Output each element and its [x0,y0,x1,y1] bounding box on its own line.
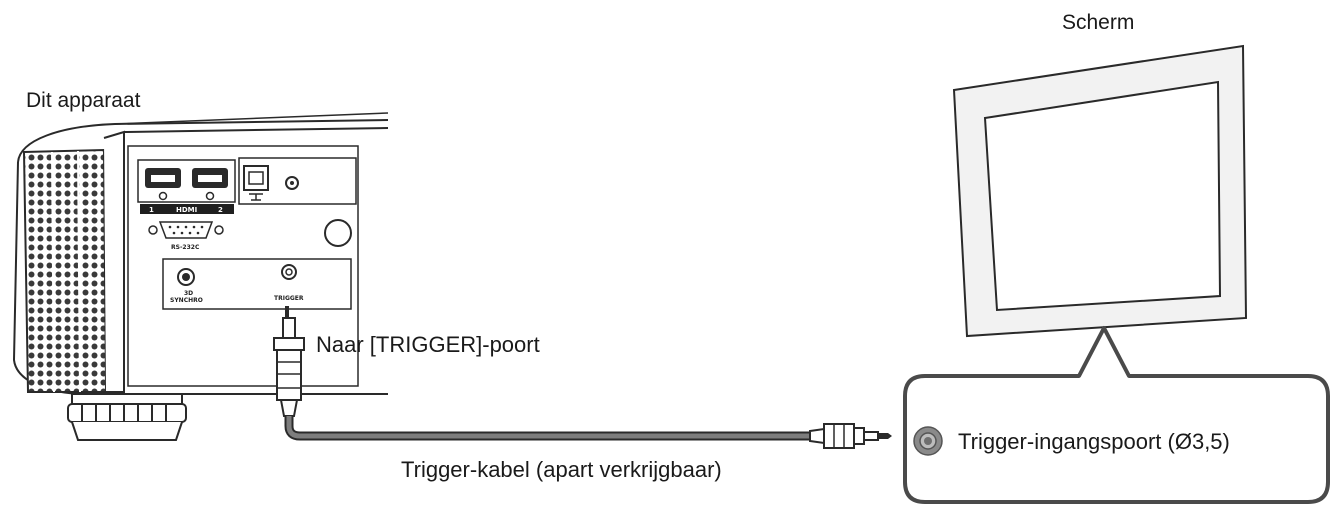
synchro-label: SYNCHRO [170,297,203,304]
trigger-input-callout [903,326,1330,504]
projection-screen [952,44,1248,338]
trigger-cable [273,306,892,449]
hdmi-port-1 [145,168,181,201]
trigger-input-jack [913,426,943,456]
hdmi-2-label: 2 [218,206,223,214]
projector-foot [67,393,187,441]
trigger-port-caption: Naar [TRIGGER]-poort [316,332,540,357]
service-port [285,176,299,190]
lan-port [243,165,269,201]
rs232c-port [148,221,224,239]
trigger-port [281,264,297,280]
device-label: Dit apparaat [26,89,141,112]
trigger-port-label: TRIGGER [274,295,304,302]
port-panel: 1 HDMI 2 RS-232C [137,157,357,310]
vent-grille [22,148,108,393]
3d-label: 3D [184,290,193,297]
hdmi-caption: HDMI [176,206,197,214]
hdmi-port-2 [192,168,228,201]
round-cap [324,219,352,247]
3d-synchro-port [177,268,195,286]
trigger-input-caption: Trigger-ingangspoort (Ø3,5) [958,429,1230,454]
hdmi-1-label: 1 [149,206,154,214]
rs232c-label: RS-232C [171,244,200,251]
screen-label: Scherm [1062,11,1135,34]
cable-caption: Trigger-kabel (apart verkrijgbaar) [401,457,722,482]
